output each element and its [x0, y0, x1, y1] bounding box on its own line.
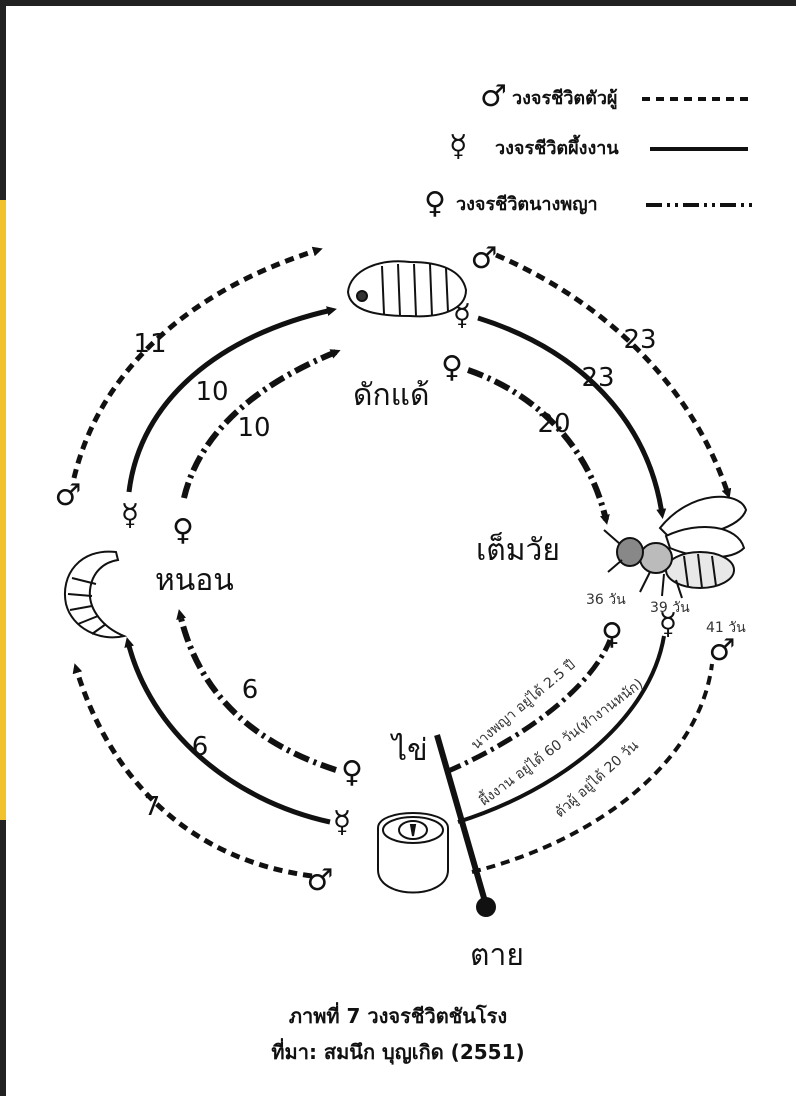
legend-queen-symbol: ♀	[424, 186, 446, 221]
duration-worker-pupa-adult: 23	[581, 363, 614, 393]
adult-bee-illustration	[604, 497, 746, 598]
symbol-worker-larva: ☿	[121, 498, 139, 533]
symbol-queen-larva: ♀	[172, 513, 194, 548]
adult-days-queen: 36 วัน	[586, 592, 626, 608]
stage-larva-label: หนอน	[155, 563, 234, 598]
duration-worker-egg-larva: 6	[192, 732, 209, 762]
legend-male-symbol: ♂	[480, 79, 507, 114]
adult-days-male: 41 วัน	[706, 620, 746, 636]
legend-worker-label: วงจรชีวิตผึ้งงาน	[495, 134, 619, 159]
symbol-queen-pupa: ♀	[441, 350, 463, 385]
legend: ♂ วงจรชีวิตตัวผู้ ☿ วงจรชีวิตผึ้งงาน ♀ ว…	[424, 79, 752, 221]
duration-male-egg-larva: 7	[144, 792, 161, 822]
figure-caption-source: ที่มา: สมนึก บุญเกิด (2551)	[0, 1036, 796, 1068]
lifespan-male-line	[472, 664, 712, 872]
lifespan-worker-text: ผึ้งงาน อยู่ได้ 60 วัน(ทำงานหนัก)	[475, 674, 646, 810]
stage-pupa-label: ดักแด้	[353, 378, 429, 413]
duration-male-pupa-adult: 23	[623, 325, 656, 355]
legend-queen-label: วงจรชีวิตนางพญา	[456, 194, 598, 215]
symbol-male-adult: ♂	[709, 633, 736, 668]
symbol-male-pupa: ♂	[471, 241, 498, 276]
duration-queen-larva-pupa: 10	[237, 413, 270, 443]
duration-queen-pupa-adult: 20	[537, 409, 570, 439]
stage-adult-label: เต็มวัย	[476, 531, 560, 568]
pupa-illustration	[348, 261, 466, 316]
legend-male-label: วงจรชีวิตตัวผู้	[512, 88, 617, 110]
legend-worker-symbol: ☿	[449, 129, 467, 164]
duration-worker-larva-pupa: 10	[195, 377, 228, 407]
figure-caption-title: ภาพที่ 7 วงจรชีวิตชันโรง	[0, 1000, 796, 1032]
symbol-worker-egg: ☿	[333, 805, 351, 840]
arrow-male-larva-pupa	[74, 250, 318, 478]
death-dot	[476, 897, 496, 917]
duration-male-larva-pupa: 11	[133, 329, 166, 359]
larva-illustration	[65, 552, 124, 638]
stage-egg-label: ไข่	[390, 732, 428, 768]
adult-days-worker: 39 วัน	[650, 600, 690, 616]
egg-cell-illustration	[378, 813, 448, 893]
arrow-male-egg-larva	[76, 668, 312, 876]
symbol-male-egg: ♂	[307, 863, 334, 898]
symbol-queen-egg: ♀	[341, 755, 363, 790]
stage-death-label: ตาย	[470, 938, 524, 973]
symbol-male-larva: ♂	[55, 478, 82, 513]
duration-queen-egg-larva: 6	[242, 675, 259, 705]
